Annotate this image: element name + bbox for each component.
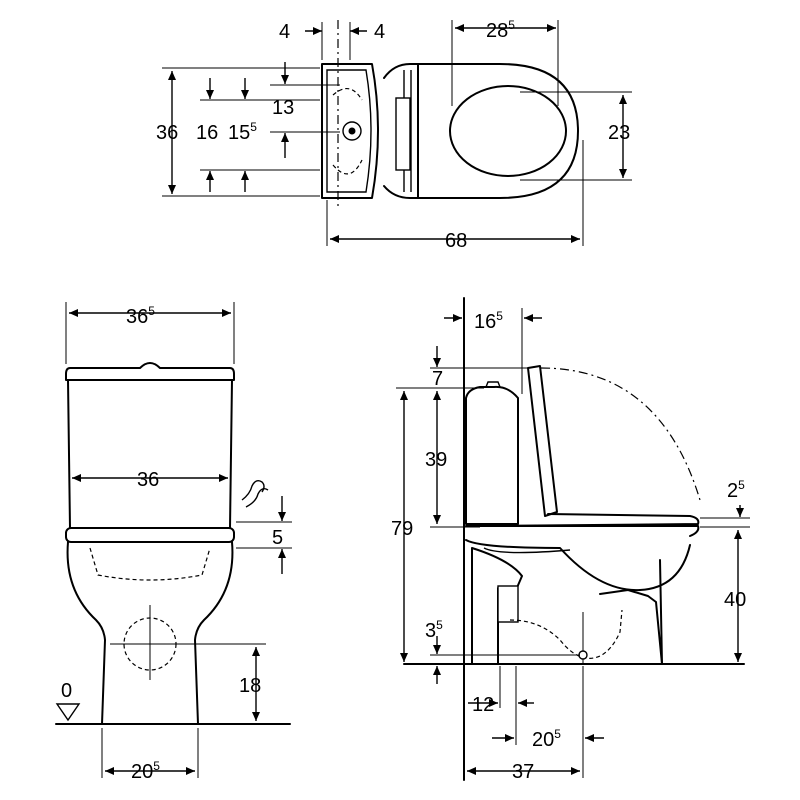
outlet-to-wall-label: 205 (532, 727, 561, 751)
front-view: 365 36 5 18 0 205 (55, 302, 292, 783)
lid-top-label: 7 (432, 368, 443, 390)
inlet-upper-label: 16 (196, 122, 218, 144)
inlet-depth-label: 13 (272, 97, 294, 119)
side-view-dimension-lines (396, 308, 750, 778)
overall-length-label: 68 (445, 230, 467, 252)
seat-opening-label: 23 (608, 122, 630, 144)
top-view-toilet-outline (321, 63, 579, 199)
bowl-height-label: 40 (724, 589, 746, 611)
top-right-offset-label: 4 (374, 21, 385, 43)
cistern-body-label: 36 (137, 469, 159, 491)
outlet-height-label: 18 (239, 675, 261, 697)
cistern-height-label: 39 (425, 449, 447, 471)
side-view: 165 7 39 79 25 40 35 12 205 37 (391, 297, 750, 783)
seat-gap-label: 25 (727, 478, 745, 502)
depth-label: 37 (512, 761, 534, 783)
side-view-toilet-outline (403, 297, 745, 781)
top-view: 4 4 285 36 16 155 13 23 68 (156, 18, 632, 252)
front-view-dimension-lines (65, 302, 292, 778)
front-view-toilet-outline (55, 362, 291, 725)
seat-width-label: 285 (486, 18, 515, 42)
base-width-label: 205 (131, 759, 160, 783)
overall-width-label: 36 (156, 122, 178, 144)
top-view-dimension-lines (162, 20, 632, 246)
seat-height-label: 5 (272, 527, 283, 549)
inlet-lower-label: 155 (228, 120, 257, 144)
floor-level-label: 0 (61, 680, 72, 702)
top-left-offset-label: 4 (279, 21, 290, 43)
outlet-offset-label: 35 (425, 618, 443, 642)
back-gap-label: 12 (472, 694, 494, 716)
wall-offset-label: 165 (474, 309, 503, 333)
total-height-label: 79 (391, 518, 413, 540)
cistern-width-label: 365 (126, 304, 155, 328)
